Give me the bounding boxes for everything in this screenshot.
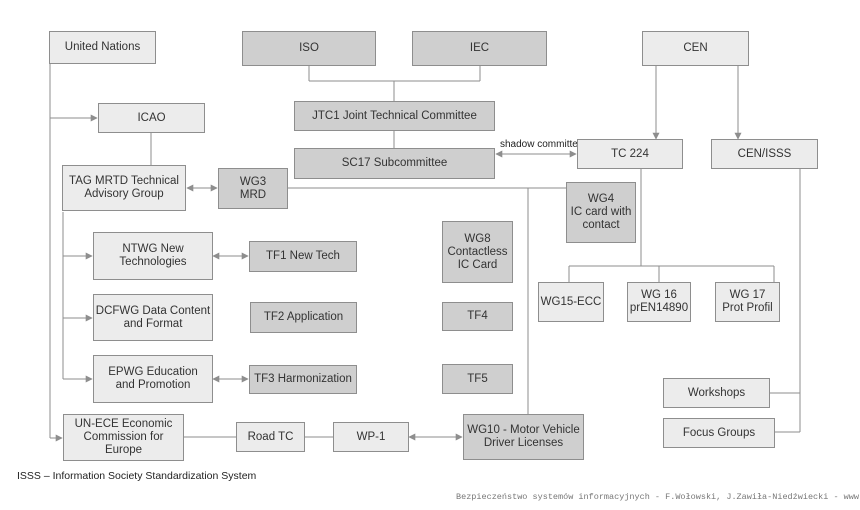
wg17-node: WG 17 Prot Profil (715, 282, 780, 322)
tag-mrtd-node: TAG MRTD Technical Advisory Group (62, 165, 186, 211)
wg16-node: WG 16 prEN14890 (627, 282, 691, 322)
isss-legend: ISSS – Information Society Standardizati… (17, 470, 257, 482)
focus-groups-node: Focus Groups (663, 418, 775, 448)
dcfwg-node: DCFWG Data Content and Format (93, 294, 213, 341)
united-nations-node: United Nations (49, 31, 156, 64)
cen-isss-node: CEN/ISSS (711, 139, 818, 169)
road-tc-node: Road TC (236, 422, 305, 452)
tf3-node: TF3 Harmonization (249, 365, 357, 394)
wg15-node: WG15-ECC (538, 282, 604, 322)
wg8-node: WG8 Contactless IC Card (442, 221, 513, 283)
workshops-node: Workshops (663, 378, 770, 408)
tf1-node: TF1 New Tech (249, 241, 357, 272)
wg4-node: WG4 IC card with contact (566, 182, 636, 243)
tf2-node: TF2 Application (250, 302, 357, 333)
wg3-node: WG3 MRD (218, 168, 288, 209)
credit-footer: Bezpieczeństwo systemów informacyjnych -… (456, 492, 860, 502)
cen-node: CEN (642, 31, 749, 66)
tc224-node: TC 224 (577, 139, 683, 169)
tf5-node: TF5 (442, 364, 513, 394)
icao-node: ICAO (98, 103, 205, 133)
jtc1-node: JTC1 Joint Technical Committee (294, 101, 495, 131)
iec-node: IEC (412, 31, 547, 66)
tf4-node: TF4 (442, 302, 513, 331)
wp1-node: WP-1 (333, 422, 409, 452)
iso-node: ISO (242, 31, 376, 66)
un-ece-node: UN-ECE Economic Commission for Europe (63, 414, 184, 461)
ntwg-node: NTWG New Technologies (93, 232, 213, 280)
wg10-node: WG10 - Motor Vehicle Driver Licenses (463, 414, 584, 460)
epwg-node: EPWG Education and Promotion (93, 355, 213, 403)
sc17-node: SC17 Subcommittee (294, 148, 495, 179)
shadow-committee-label: shadow committee (500, 139, 584, 150)
